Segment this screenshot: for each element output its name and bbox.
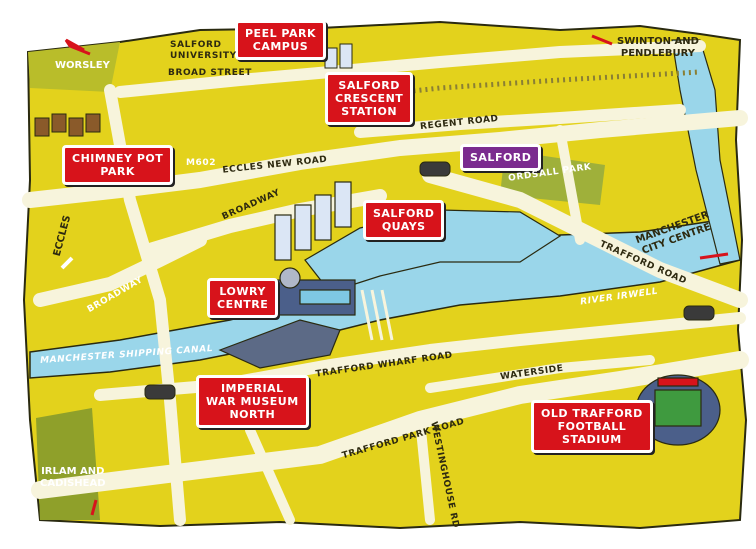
- green-area-left: [28, 42, 120, 92]
- road-label-broad-street: BROAD STREET: [168, 68, 252, 78]
- destination-worsley: WORSLEY: [55, 60, 110, 71]
- place-label-chimney: CHIMNEY POT PARK: [62, 145, 174, 185]
- peel-park-buildings: [324, 43, 353, 69]
- road-waterside: [425, 355, 655, 393]
- chimney-pot-houses: [34, 113, 101, 137]
- arrow-worsley-icon: [64, 38, 91, 56]
- salford-quays-buildings: [274, 181, 352, 261]
- destination-swinton: SWINTON AND PENDLEBURY: [617, 36, 699, 59]
- place-label-quays: SALFORD QUAYS: [363, 200, 445, 240]
- place-label-lowry: LOWRY CENTRE: [207, 278, 279, 318]
- arrow-irlam-icon: [90, 499, 98, 516]
- direction-arrows: [60, 34, 729, 516]
- road-broadway-west: [33, 233, 207, 307]
- destination-irlam: IRLAM AND CADISHEAD: [40, 466, 106, 489]
- road-westinghouse: [415, 415, 435, 525]
- arrow-eccles-icon: [60, 256, 74, 270]
- place-label-old-trafford: OLD TRAFFORD FOOTBALL STADIUM: [531, 400, 653, 453]
- place-label-peel-park: PEEL PARK CAMPUS: [235, 20, 326, 60]
- road-label-m602: M602: [186, 158, 217, 168]
- arrow-manchester-icon: [699, 252, 729, 260]
- place-label-salford: SALFORD: [460, 144, 542, 171]
- place-label-crescent: SALFORD CRESCENT STATION: [325, 72, 414, 125]
- footbridge: [360, 289, 394, 341]
- road-broad-street: [114, 40, 706, 98]
- road-regent: [354, 104, 686, 138]
- road-vertical-east: [555, 125, 585, 245]
- road-trafford: [422, 167, 748, 308]
- place-label-imperial: IMPERIAL WAR MUSEUM NORTH: [196, 375, 309, 428]
- lowry-centre-building: [274, 267, 356, 316]
- cars: [144, 161, 715, 400]
- green-area-irlam: [36, 408, 100, 520]
- road-label-salford-university: SALFORD UNIVERSITY: [170, 40, 237, 61]
- imperial-war-museum-building: [218, 319, 341, 369]
- road-lower-mid: [245, 425, 295, 525]
- arrow-swinton-icon: [591, 34, 613, 46]
- old-trafford-stadium: [635, 374, 721, 446]
